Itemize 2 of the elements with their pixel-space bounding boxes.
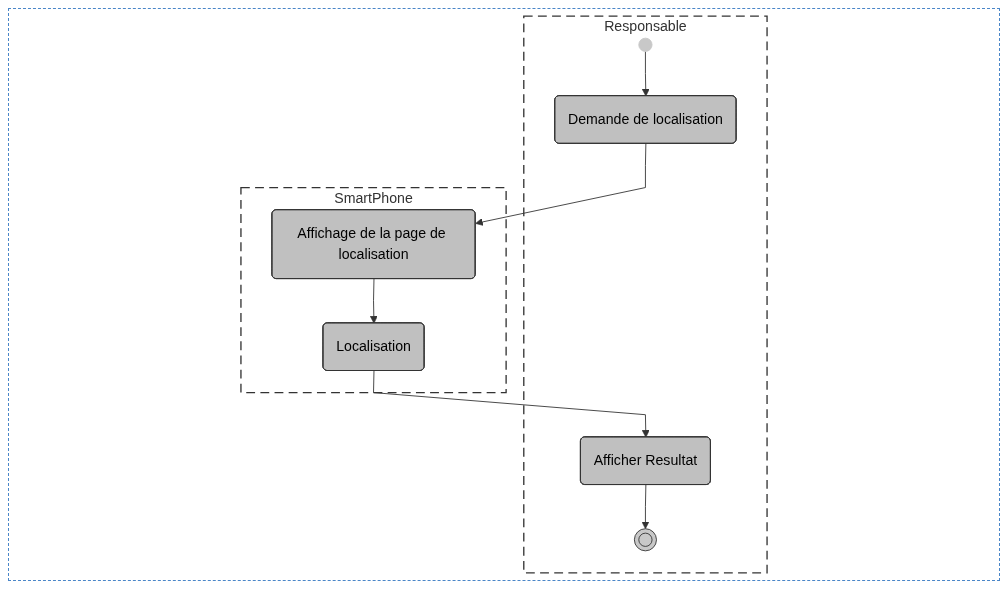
- node-circle: [638, 37, 653, 52]
- node-circle: [633, 528, 657, 552]
